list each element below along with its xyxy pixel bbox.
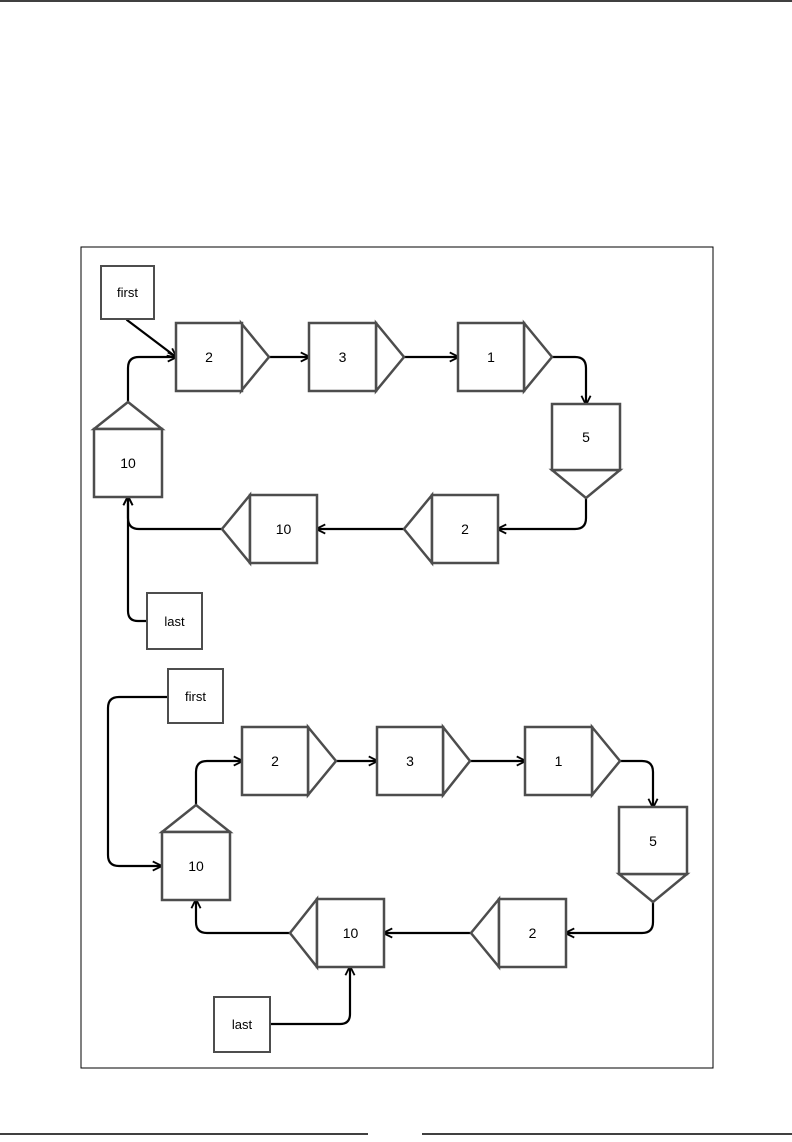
- node-value: 5: [649, 833, 657, 849]
- node-value: 10: [120, 455, 136, 471]
- node-value: 5: [582, 429, 590, 445]
- pointer-last: last: [214, 997, 270, 1052]
- node-value: 3: [406, 753, 414, 769]
- node-value: 2: [271, 753, 279, 769]
- node-value: 1: [487, 349, 495, 365]
- pointer-label: first: [117, 285, 138, 300]
- pointer-first: first: [101, 266, 154, 319]
- pointer-label: first: [185, 689, 206, 704]
- node-value: 2: [461, 521, 469, 537]
- pointer-label: last: [232, 1017, 253, 1032]
- node-value: 2: [529, 925, 537, 941]
- node-value: 2: [205, 349, 213, 365]
- pointer-first: first: [168, 669, 223, 723]
- node-value: 10: [343, 925, 359, 941]
- node-value: 1: [555, 753, 563, 769]
- node-value: 10: [276, 521, 292, 537]
- node-value: 3: [339, 349, 347, 365]
- pointer-last: last: [147, 593, 202, 649]
- pointer-label: last: [164, 614, 185, 629]
- node-value: 10: [188, 858, 204, 874]
